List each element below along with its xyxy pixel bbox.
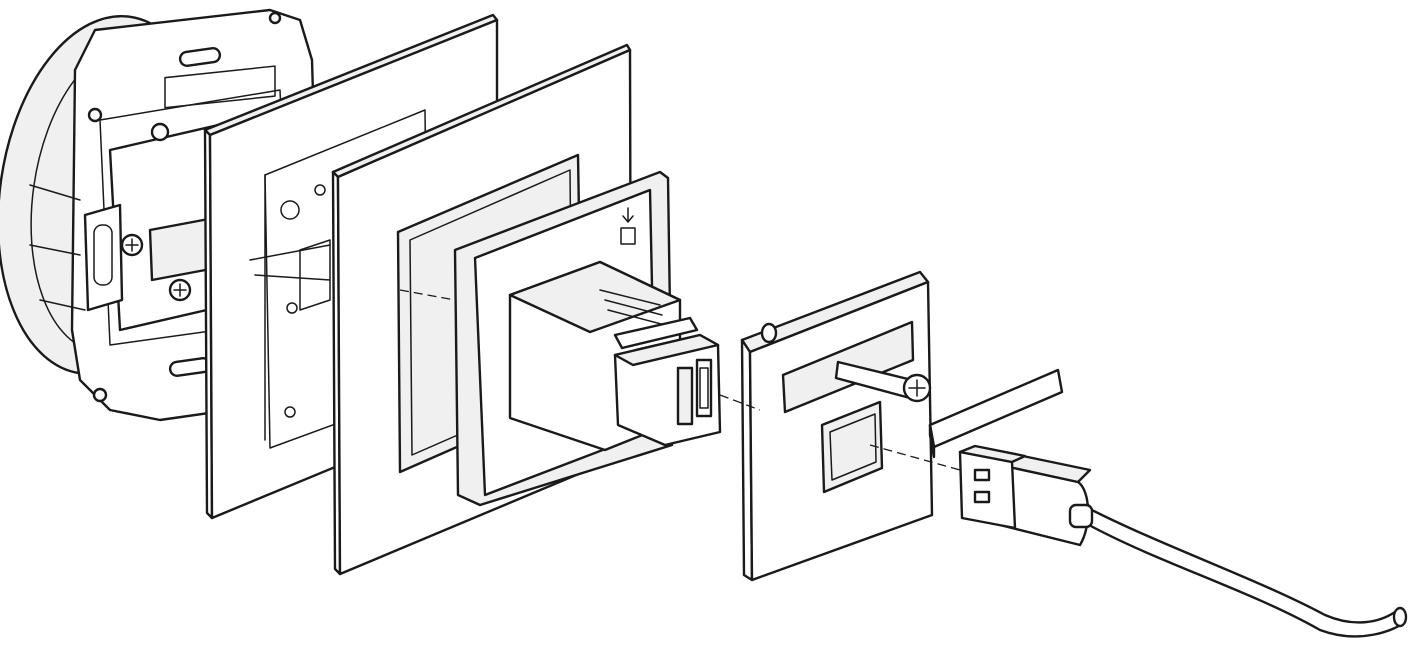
face-plate	[740, 270, 934, 582]
label-strip	[928, 368, 1064, 459]
assembly-axis	[399, 289, 961, 471]
usb-cable	[958, 444, 1408, 638]
usb-module	[453, 170, 722, 507]
